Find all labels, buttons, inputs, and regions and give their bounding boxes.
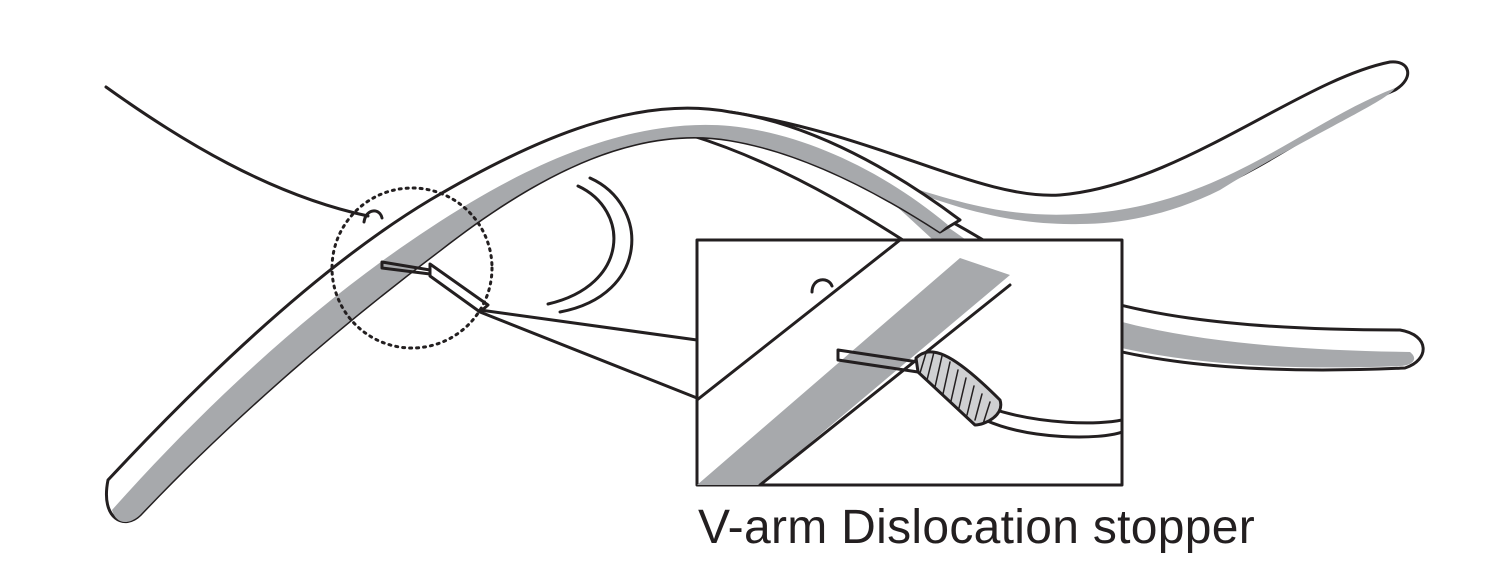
stopper-pin xyxy=(380,260,432,276)
zoom-line-top xyxy=(478,308,699,342)
inset-stopper-spring xyxy=(914,350,1003,427)
inset-tab xyxy=(810,278,834,294)
spring-loop-inner xyxy=(546,184,616,306)
caption-label: V-arm Dislocation stopper xyxy=(698,501,1256,554)
top-tab xyxy=(362,209,384,224)
cord-line xyxy=(104,85,370,218)
inset-arm-edge xyxy=(758,283,1012,485)
zoom-line-bottom xyxy=(478,310,699,400)
spring-loop-outer xyxy=(558,176,634,314)
inset-arm-edge-top xyxy=(697,240,902,402)
inset-loop xyxy=(983,406,1122,439)
inset-arm-shade xyxy=(697,258,1010,485)
stopper-sleeve xyxy=(428,262,490,314)
detail-circle xyxy=(330,186,494,350)
inset-spring-coils xyxy=(919,351,991,425)
inset-pin xyxy=(836,348,920,374)
